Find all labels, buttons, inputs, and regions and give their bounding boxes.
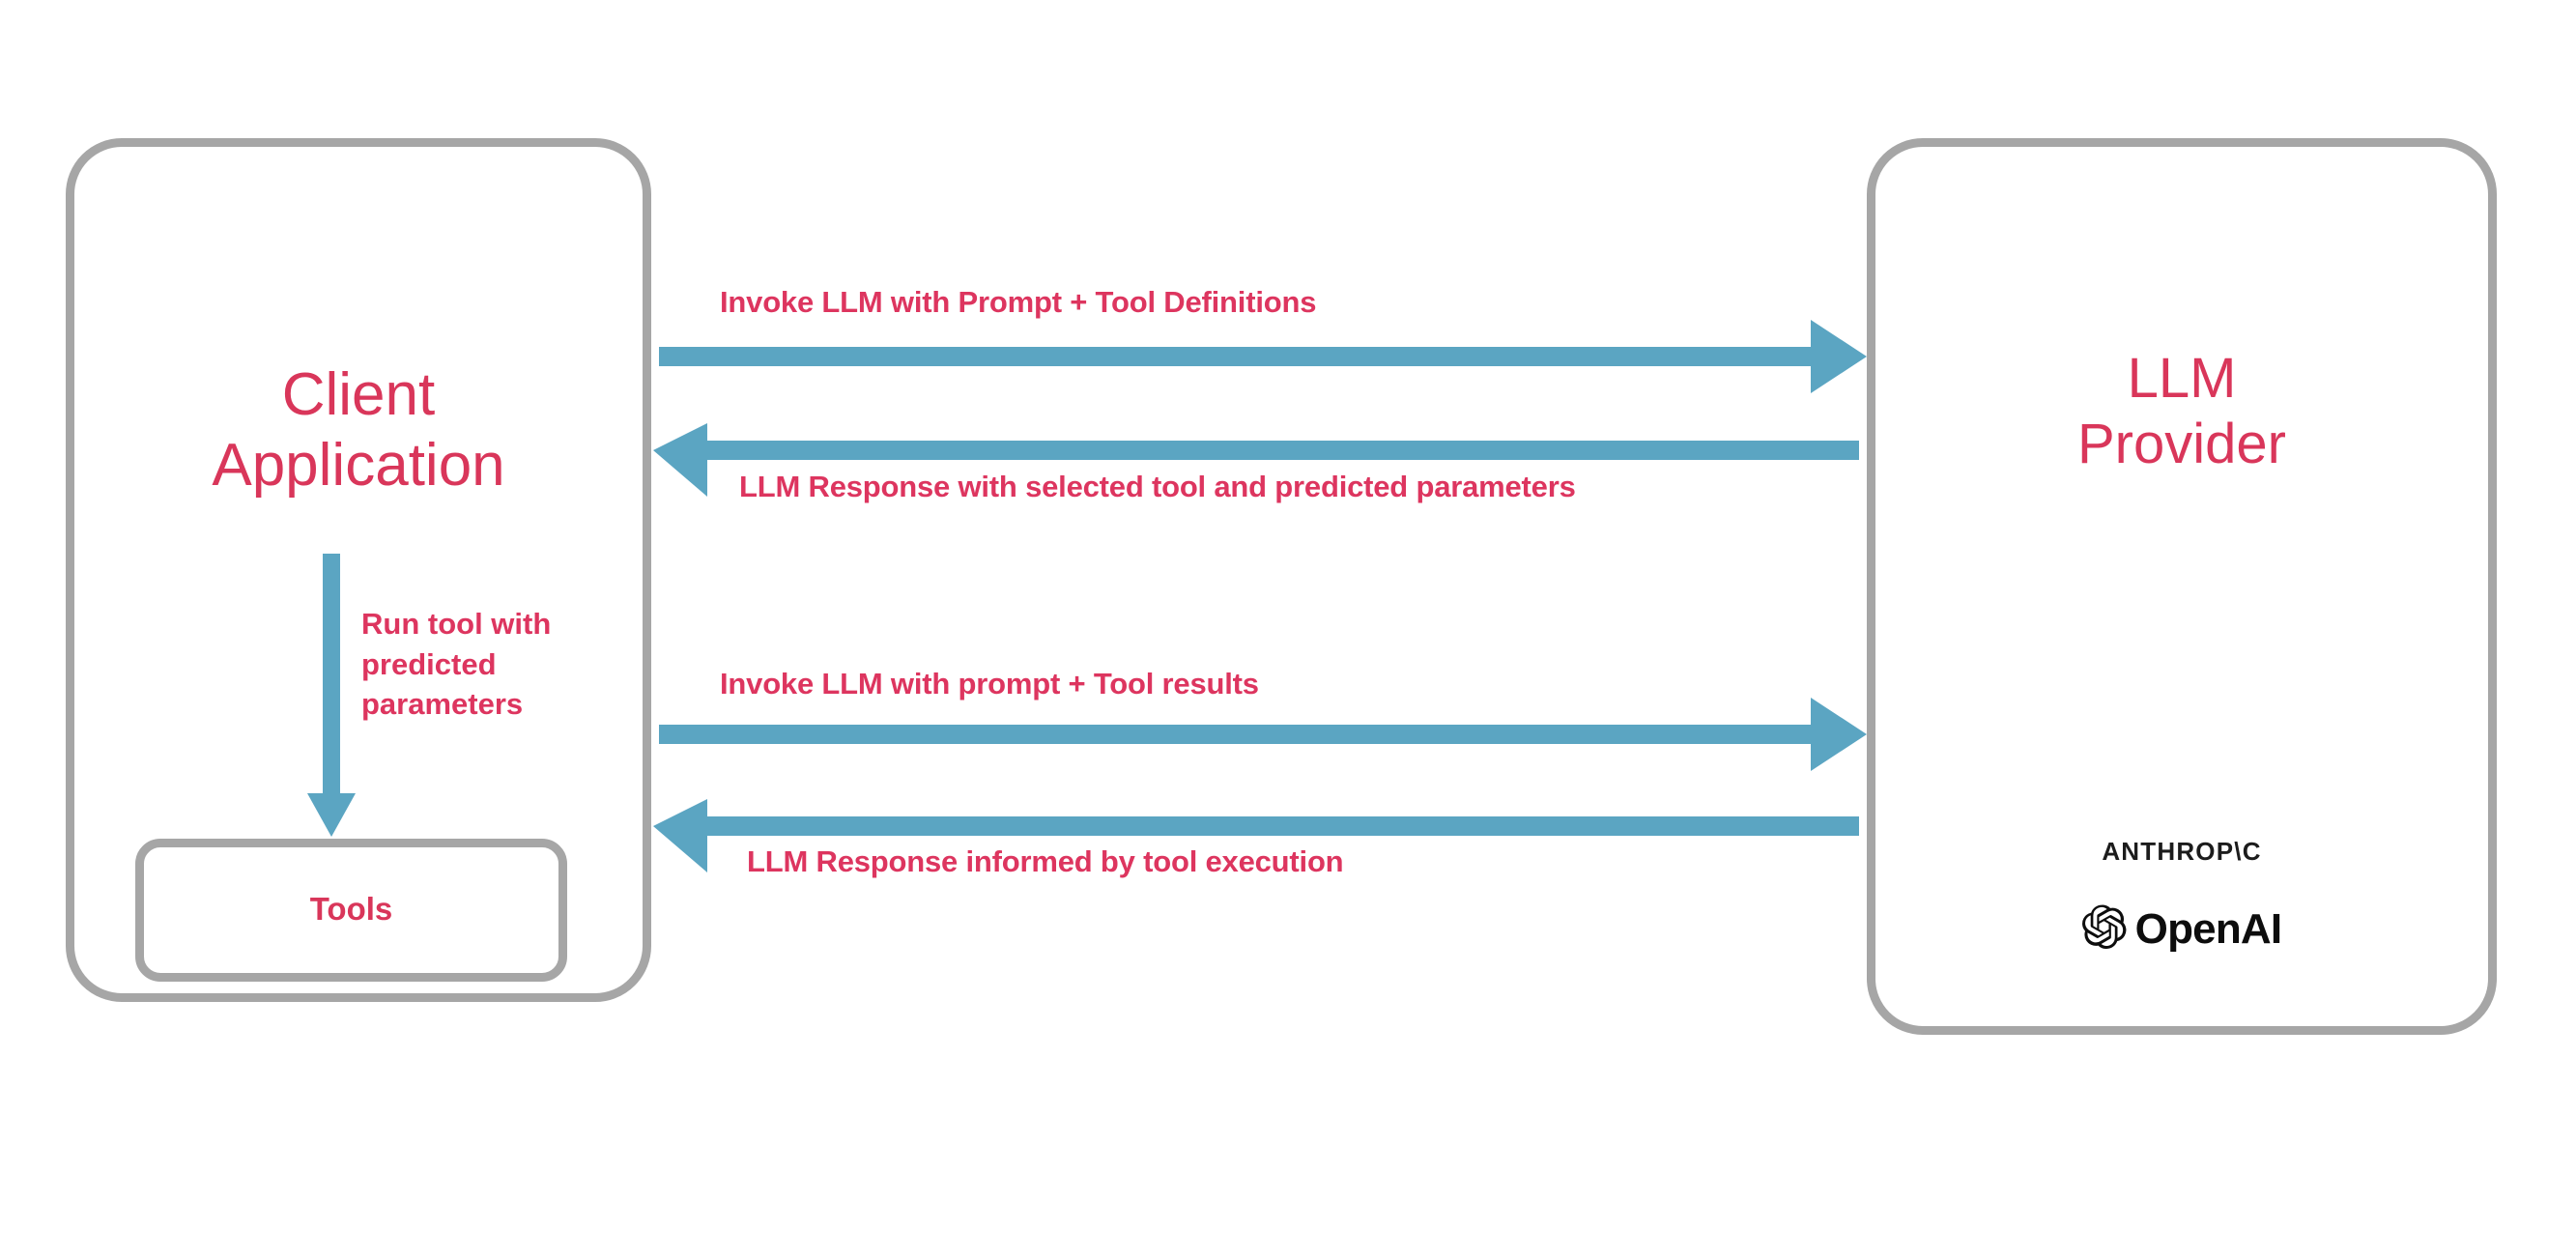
client-application-title: Client Application xyxy=(212,361,505,500)
message-label-invoke-2: Invoke LLM with prompt + Tool results xyxy=(720,667,1259,700)
arrow-invoke-2 xyxy=(659,698,1867,771)
arrow-invoke-1 xyxy=(659,320,1867,393)
openai-blossom-icon xyxy=(2081,904,2127,954)
message-label-response-2: LLM Response informed by tool execution xyxy=(747,844,1344,878)
llm-provider-title: LLM Provider xyxy=(2077,347,2286,476)
message-label-response-1: LLM Response with selected tool and pred… xyxy=(739,470,1576,503)
tools-label: Tools xyxy=(309,891,393,927)
openai-logo: OpenAI xyxy=(1886,904,2477,954)
llm-provider-node xyxy=(1867,138,2497,1035)
run-tool-arrow-label: Run tool with predicted parameters xyxy=(361,607,552,722)
anthropic-logo: ANTHROP\C xyxy=(2102,837,2262,866)
message-label-invoke-1: Invoke LLM with Prompt + Tool Definition… xyxy=(720,285,1317,319)
openai-wordmark: OpenAI xyxy=(2134,904,2282,953)
tools-node xyxy=(135,839,567,982)
